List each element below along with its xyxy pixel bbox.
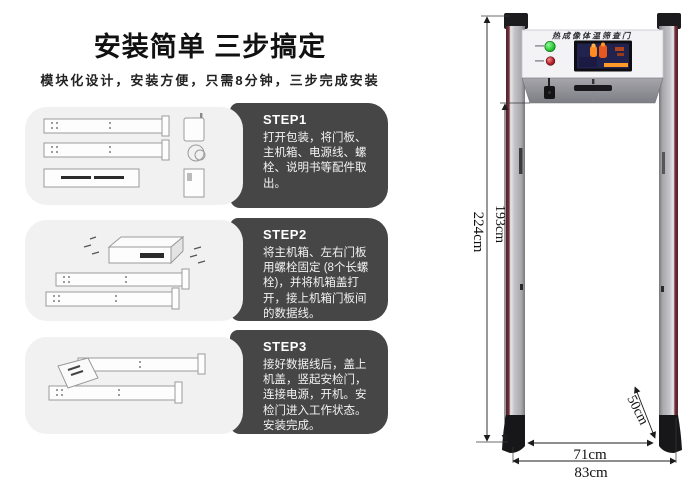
step3-card: [25, 337, 243, 434]
step1-label: STEP1: [263, 112, 307, 127]
left-pillar-cap: [504, 13, 528, 29]
step3-label: STEP3: [263, 339, 307, 354]
thermal-temperature-bar: [604, 63, 628, 67]
left-sensor-slot: [519, 148, 523, 174]
right-foot: [659, 415, 682, 453]
step2-card: [25, 220, 243, 321]
page-title: 安装简单 三步搞定: [93, 32, 327, 62]
left-foot: [502, 415, 525, 453]
left-pillar: [506, 26, 525, 418]
green-led-label: [535, 45, 544, 47]
step1-description: 打开包装，将门板、主机箱、电源线、螺栓、说明书等配件取出。: [263, 132, 367, 190]
door-photo: 热成像体温筛查门 224cm 193cm 50cm: [470, 13, 682, 480]
step2-bolting-illustration: [45, 235, 206, 309]
dimension-label-inner-height: 193cm: [492, 205, 507, 243]
page-subtitle: 模块化设计，安装方便，只需8分钟，三步完成安装: [40, 73, 380, 89]
step1-card: [25, 107, 243, 205]
bolts-icon: [83, 235, 206, 264]
depth-dimension-line: [634, 386, 656, 439]
dimension-label-outer-height: 224cm: [470, 212, 486, 253]
right-pillar: [659, 26, 678, 418]
step3-panel: STEP3 接好数据线后，盖上机盖，竖起安检门，连接电源，开机。安检门进入工作状…: [230, 330, 388, 434]
dimension-label-depth: 50cm: [623, 393, 651, 428]
right-pillar-cap: [657, 13, 681, 29]
step3-description: 接好数据线后，盖上机盖，竖起安检门，连接电源，开机。安检门进入工作状态。安装完成…: [263, 359, 367, 432]
coiled-cable-icon: [194, 149, 206, 161]
step2-label: STEP2: [263, 227, 307, 242]
red-indicator-led: [545, 56, 556, 66]
red-led-label: [535, 60, 544, 62]
step1-panel: STEP1 打开包装，将门板、主机箱、电源线、螺栓、说明书等配件取出。: [230, 103, 388, 208]
power-adapter-icon: [183, 117, 205, 142]
step2-description: 将主机箱、左右门板用螺栓固定 (8个长螺栓)，并将机箱盖打开，接上机箱门板间的数…: [263, 247, 369, 320]
left-header: 安装简单 三步搞定 模块化设计，安装方便，只需8分钟，三步完成安装: [0, 31, 420, 89]
green-indicator-led: [544, 40, 556, 53]
step3-assembled-door-illustration: [48, 353, 206, 403]
step1-unpacked-parts-illustration: [43, 113, 206, 198]
door-title: 热成像体温筛查门: [551, 32, 632, 41]
speaker-vent: [574, 85, 612, 91]
dimension-label-outer-width: 83cm: [574, 465, 608, 480]
right-sensor-slot: [662, 152, 665, 174]
step2-panel: STEP2 将主机箱、左右门板用螺栓固定 (8个长螺栓)，并将机箱盖打开，接上机…: [230, 218, 388, 321]
